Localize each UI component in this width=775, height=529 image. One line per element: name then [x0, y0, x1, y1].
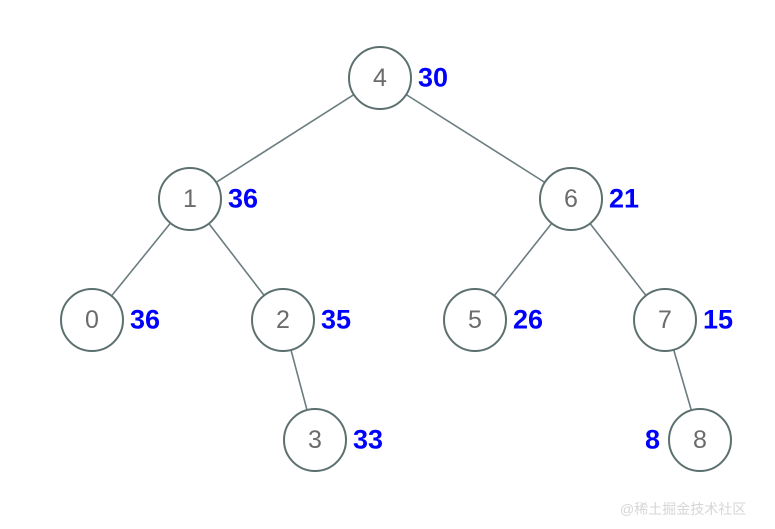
tree-edge [589, 223, 647, 296]
tree-node-0[interactable]: 0 36 [60, 288, 160, 352]
node-value-label: 8 [644, 424, 660, 455]
tree-edge [673, 349, 692, 411]
tree-node-6[interactable]: 6 21 [539, 167, 639, 231]
tree-node-5[interactable]: 5 26 [443, 288, 543, 352]
node-value-label: 21 [609, 183, 640, 214]
node-value-label: 36 [228, 183, 259, 214]
node-key-label: 0 [85, 305, 99, 334]
tree-edge [406, 94, 545, 183]
node-value-label: 30 [418, 62, 449, 93]
node-key-label: 1 [183, 184, 197, 213]
tree-edge [111, 223, 171, 296]
tree-edge [290, 350, 308, 410]
node-key-label: 7 [658, 305, 672, 334]
node-key-label: 2 [276, 305, 290, 334]
node-value-label: 26 [513, 304, 544, 335]
node-value-label: 36 [130, 304, 161, 335]
tree-node-2[interactable]: 2 35 [251, 288, 351, 352]
tree-node-4[interactable]: 4 30 [348, 46, 448, 110]
node-key-label: 6 [564, 184, 578, 213]
watermark-text: @稀土掘金技术社区 [620, 501, 747, 517]
tree-edge [494, 223, 552, 296]
node-value-label: 15 [703, 304, 734, 335]
node-key-label: 3 [308, 425, 322, 454]
node-value-label: 33 [353, 424, 384, 455]
tree-node-1[interactable]: 1 36 [158, 167, 258, 231]
tree-node-7[interactable]: 7 15 [633, 288, 733, 352]
node-key-label: 5 [468, 305, 482, 334]
node-key-label: 4 [373, 63, 387, 92]
tree-edge [216, 94, 354, 183]
node-key-label: 8 [693, 425, 707, 454]
node-value-label: 35 [321, 304, 352, 335]
tree-edge [208, 223, 265, 296]
